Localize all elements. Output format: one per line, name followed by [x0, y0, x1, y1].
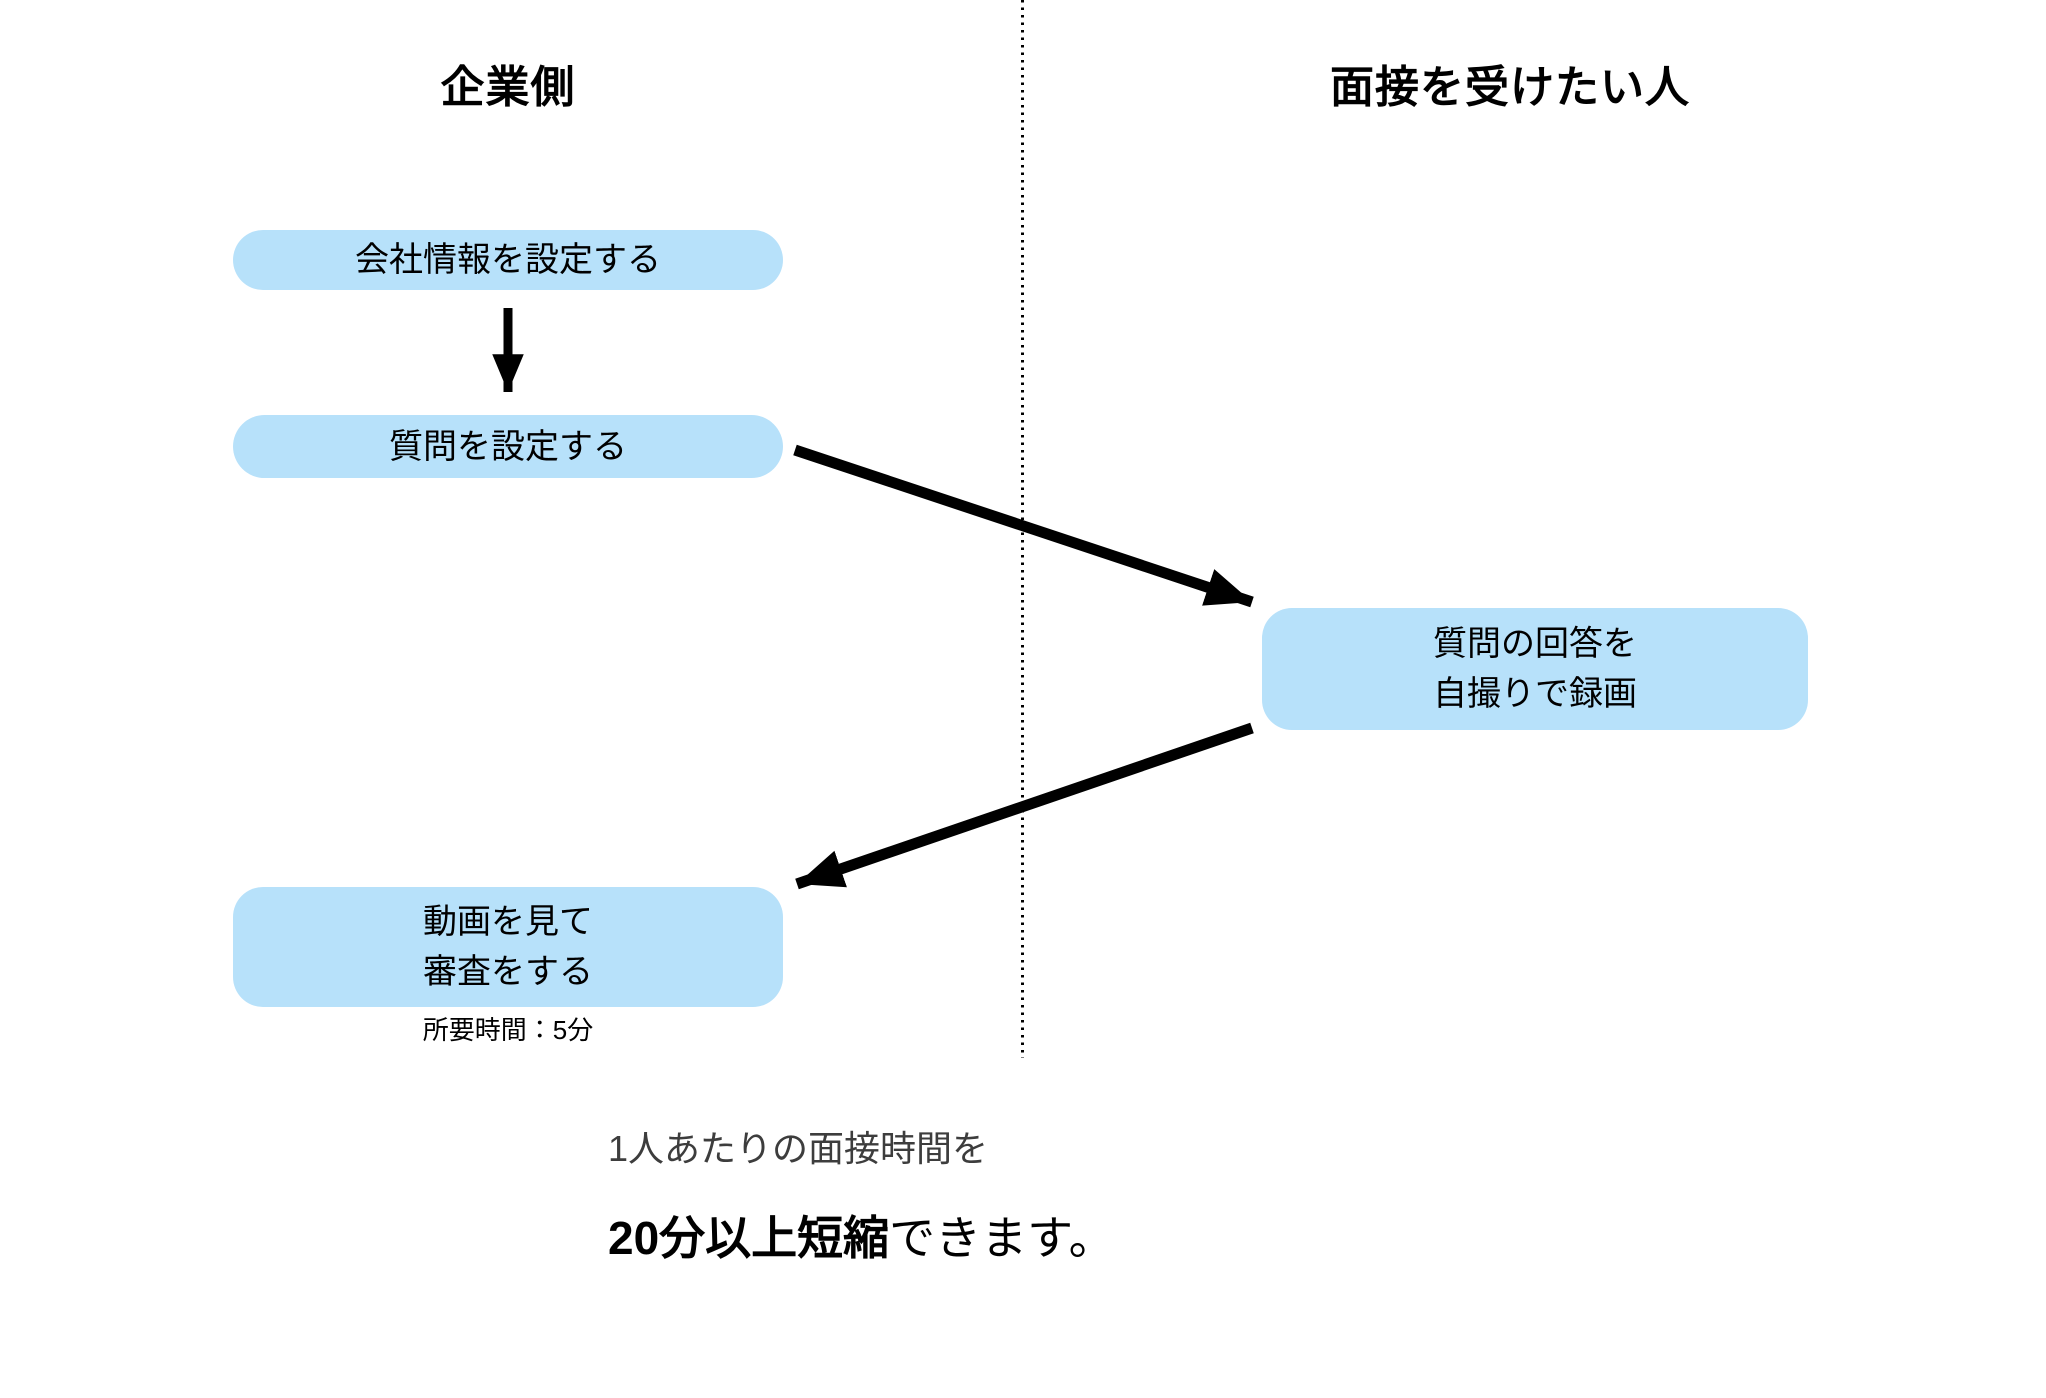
column-divider-dotted-line	[1021, 0, 1024, 1058]
footer-line2: 20分以上短縮できます。	[608, 1212, 1115, 1265]
footer-line1: 1人あたりの面接時間を	[608, 1128, 989, 1169]
node-review-video-line2: 審査をする	[423, 953, 593, 991]
right-column-title: 面接を受けたい人	[1330, 63, 1690, 112]
node-set-company-info-label: 会社情報を設定する	[355, 241, 661, 279]
required-time-caption: 所要時間：5分	[422, 1015, 594, 1045]
arrow-record-to-review	[795, 722, 1254, 890]
footer-line2-rest: できます。	[889, 1212, 1115, 1264]
node-set-questions: 質問を設定する	[233, 415, 783, 478]
left-column-title: 企業側	[440, 63, 576, 112]
node-review-video-line1: 動画を見て	[423, 903, 593, 941]
footer-line2-emphasis: 20分以上短縮	[608, 1212, 890, 1264]
node-record-selfie: 質問の回答を 自撮りで録画	[1262, 608, 1808, 730]
node-record-selfie-line2: 自撮りで録画	[1433, 675, 1637, 713]
node-review-video: 動画を見て 審査をする	[233, 887, 783, 1007]
node-set-questions-label: 質問を設定する	[389, 427, 627, 466]
footer-message: 1人あたりの面接時間を 20分以上短縮できます。	[608, 1126, 1115, 1265]
node-record-selfie-line1: 質問の回答を	[1433, 625, 1637, 663]
node-set-company-info: 会社情報を設定する	[233, 230, 783, 290]
